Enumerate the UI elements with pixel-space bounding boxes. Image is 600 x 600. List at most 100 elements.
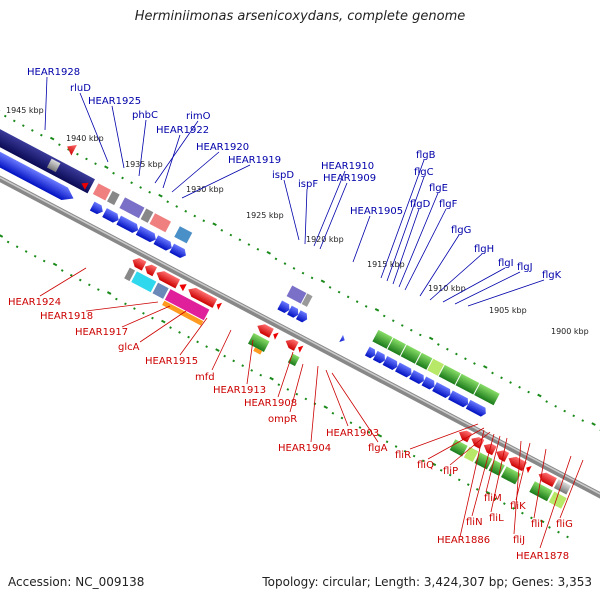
minor-tick xyxy=(130,181,133,185)
leader-line xyxy=(513,440,522,535)
minor-tick xyxy=(33,254,37,258)
leader-line xyxy=(310,365,319,443)
gene-pink-block xyxy=(149,213,172,233)
gene-lightgreen-block xyxy=(427,358,444,376)
leader-line xyxy=(319,182,348,250)
gene-green-block xyxy=(488,459,505,477)
minor-tick xyxy=(166,200,170,204)
minor-tick xyxy=(557,530,560,534)
minor-tick xyxy=(521,511,524,515)
major-tick xyxy=(49,136,55,141)
leader-line xyxy=(325,369,349,427)
gene-blue-arrow xyxy=(421,376,435,390)
minor-tick xyxy=(223,354,227,358)
leader-line xyxy=(44,76,48,131)
gene-label: HEAR1886 xyxy=(437,535,490,546)
gene-label: flgH xyxy=(474,244,494,255)
minor-tick xyxy=(286,388,290,391)
gene-orange-block xyxy=(253,347,263,355)
scale-label: 1910 kbp xyxy=(428,284,466,293)
minor-tick xyxy=(151,316,154,320)
minor-tick xyxy=(491,371,494,375)
leader-line xyxy=(162,134,181,189)
gene-label: HEAR1878 xyxy=(516,551,569,562)
minor-tick xyxy=(115,297,118,301)
minor-tick xyxy=(96,288,100,291)
leader-line xyxy=(471,433,495,517)
gene-blue-arrow xyxy=(116,215,139,233)
leader-line xyxy=(39,267,87,297)
gene-grey-block xyxy=(301,293,313,307)
minor-tick xyxy=(42,259,46,263)
gene-label: HEAR1910 xyxy=(321,161,374,172)
minor-tick xyxy=(548,526,551,529)
gene-label: fliK xyxy=(510,501,526,512)
minor-tick xyxy=(175,205,179,208)
gene-label: fliM xyxy=(484,493,502,504)
gene-red-arrow xyxy=(179,284,187,292)
minor-tick xyxy=(400,324,404,327)
gene-red-arrow xyxy=(67,144,77,156)
gene-label: HEAR1919 xyxy=(228,155,281,166)
gene-red-arrow xyxy=(538,472,557,488)
leader-line xyxy=(179,317,208,356)
minor-tick xyxy=(448,473,452,477)
gene-label: fliI xyxy=(531,519,543,530)
accession-text: Accession: NC_009138 xyxy=(8,575,145,589)
leader-line xyxy=(138,119,147,177)
minor-tick xyxy=(283,262,287,265)
minor-tick xyxy=(545,400,548,403)
minor-tick xyxy=(421,459,425,463)
leader-line xyxy=(490,437,508,513)
gene-pink-block xyxy=(92,183,111,201)
gene-green-block xyxy=(500,466,521,485)
leader-line xyxy=(211,329,232,371)
minor-tick xyxy=(340,416,344,420)
minor-tick xyxy=(367,430,371,434)
gene-label: fliL xyxy=(489,513,504,524)
leader-line xyxy=(454,271,521,305)
forward-gene-labels xyxy=(44,76,545,307)
major-tick xyxy=(215,348,220,352)
gene-label: glcA xyxy=(118,342,140,353)
minor-tick xyxy=(187,335,190,339)
leader-line xyxy=(515,442,531,501)
gene-label: flgC xyxy=(414,167,434,178)
minor-tick xyxy=(250,369,254,372)
minor-tick xyxy=(437,343,440,346)
minor-tick xyxy=(572,414,576,418)
minor-tick xyxy=(232,359,236,363)
minor-tick xyxy=(238,238,242,242)
gene-blue-arrow xyxy=(395,362,412,378)
gene-blue-arrow xyxy=(339,334,345,342)
minor-tick xyxy=(394,445,398,448)
gene-blue-arrow xyxy=(372,350,385,364)
gene-red-arrow xyxy=(285,339,299,351)
minor-tick xyxy=(292,267,296,270)
minor-tick xyxy=(346,295,350,299)
minor-tick xyxy=(241,364,245,368)
minor-tick xyxy=(178,331,181,334)
leader-line xyxy=(331,372,379,443)
reverse-gene-label-texts: HEAR1924 HEAR1918 HEAR1917 glcA HEAR1915… xyxy=(8,297,573,562)
minor-tick xyxy=(403,449,407,453)
gene-blue-arrow xyxy=(409,369,424,384)
gene-magenta-block xyxy=(164,289,210,321)
minor-tick xyxy=(256,247,260,251)
reverse-gene-labels xyxy=(39,267,584,549)
minor-tick xyxy=(304,397,308,401)
minor-tick xyxy=(446,347,449,351)
leader-line xyxy=(121,305,171,328)
gene-label: fliR xyxy=(395,450,411,461)
major-tick xyxy=(431,462,437,467)
minor-tick xyxy=(412,454,416,458)
scale-ticks-bottom xyxy=(0,234,569,539)
gene-label: HEAR1903 xyxy=(326,428,379,439)
gene-grey-block xyxy=(140,208,154,223)
gene-green-block xyxy=(372,329,393,349)
gene-red-arrow xyxy=(273,332,279,340)
genome-track xyxy=(0,108,600,539)
gene-steel-block xyxy=(152,282,169,299)
gene-green-block xyxy=(415,352,433,370)
scale-ticks-top xyxy=(0,108,600,432)
